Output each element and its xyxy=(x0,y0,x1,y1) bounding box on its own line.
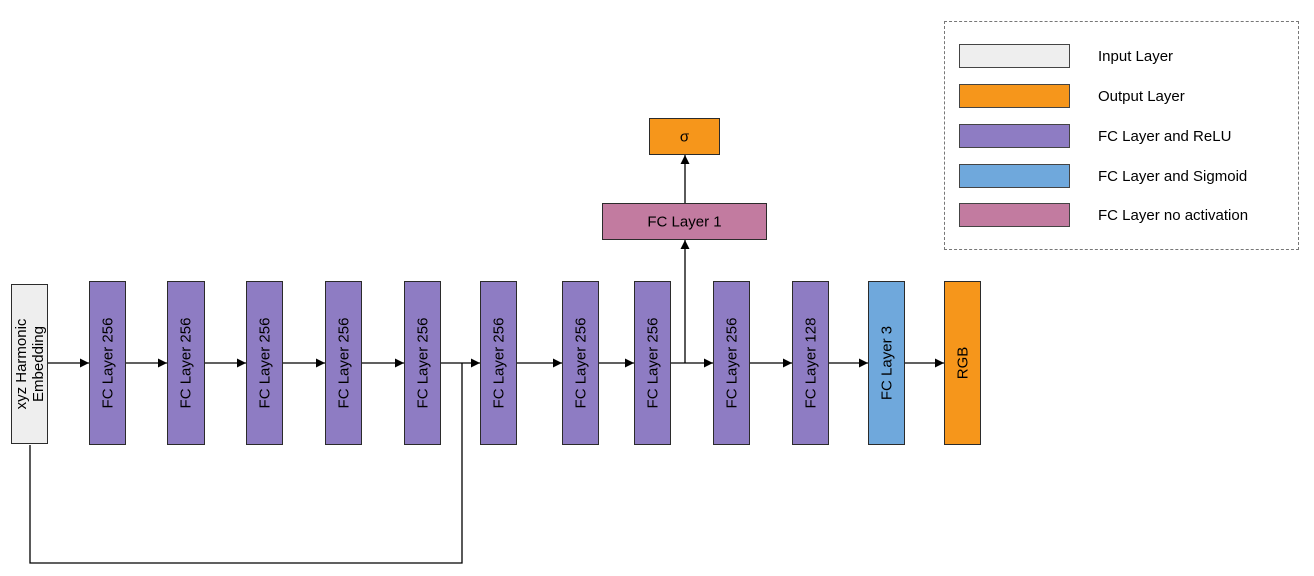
fc-layer-3-label: FC Layer 256 xyxy=(256,317,273,409)
legend-swatch-noact xyxy=(959,203,1070,227)
fc-layer-6: FC Layer 256 xyxy=(480,281,517,445)
fc-layer-2: FC Layer 256 xyxy=(167,281,205,445)
input-embedding-label: xyz Harmonic Embedding xyxy=(13,319,47,410)
sigma-output-node: σ xyxy=(649,118,720,155)
fc-layer-2-label: FC Layer 256 xyxy=(177,317,195,409)
fc-layer-1-label: FC Layer 256 xyxy=(99,317,116,409)
fc-layer-8-label: FC Layer 256 xyxy=(644,317,661,409)
legend-swatch-input xyxy=(959,44,1070,68)
input-label-line1: xyz Harmonic xyxy=(12,318,30,410)
fc-layer-9-label: FC Layer 256 xyxy=(723,317,740,409)
fc-layer-8: FC Layer 256 xyxy=(634,281,671,445)
rgb-output-label: RGB xyxy=(954,346,971,380)
legend-label-noact: FC Layer no activation xyxy=(1098,207,1249,224)
fc-layer-7: FC Layer 256 xyxy=(562,281,599,445)
fc-layer-3: FC Layer 256 xyxy=(246,281,283,445)
fc-layer-density: FC Layer 1 xyxy=(602,203,767,240)
fc-layer-output-3-label: FC Layer 3 xyxy=(878,325,895,401)
fc-layer-4-label: FC Layer 256 xyxy=(335,317,352,409)
fc-layer-6-label: FC Layer 256 xyxy=(490,317,507,409)
fc-layer-5-label: FC Layer 256 xyxy=(414,317,431,409)
legend-label-input: Input Layer xyxy=(1098,48,1174,65)
legend-label-output: Output Layer xyxy=(1098,88,1185,105)
fc-layer-1: FC Layer 256 xyxy=(89,281,126,445)
fc-layer-9: FC Layer 256 xyxy=(713,281,750,445)
legend-label-sigmoid: FC Layer and Sigmoid xyxy=(1098,168,1248,185)
legend-swatch-sigmoid xyxy=(959,164,1070,188)
fc-layer-4: FC Layer 256 xyxy=(325,281,362,445)
sigma-output-label: σ xyxy=(679,128,690,145)
legend-label-relu: FC Layer and ReLU xyxy=(1098,128,1232,145)
fc-layer-10: FC Layer 128 xyxy=(792,281,829,445)
fc-layer-7-label: FC Layer 256 xyxy=(572,317,589,409)
fc-layer-5: FC Layer 256 xyxy=(404,281,441,445)
rgb-output-node: RGB xyxy=(944,281,981,445)
legend: Input Layer Output Layer FC Layer and Re… xyxy=(944,21,1299,250)
input-label-line2: Embedding xyxy=(29,326,47,402)
fc-layer-output-3: FC Layer 3 xyxy=(868,281,905,445)
fc-layer-density-label: FC Layer 1 xyxy=(647,213,722,230)
input-embedding-node: xyz Harmonic Embedding xyxy=(11,284,48,444)
skip-connection xyxy=(29,363,463,564)
legend-swatch-relu xyxy=(959,124,1070,148)
legend-swatch-output xyxy=(959,84,1070,108)
fc-layer-10-label: FC Layer 128 xyxy=(802,317,819,409)
